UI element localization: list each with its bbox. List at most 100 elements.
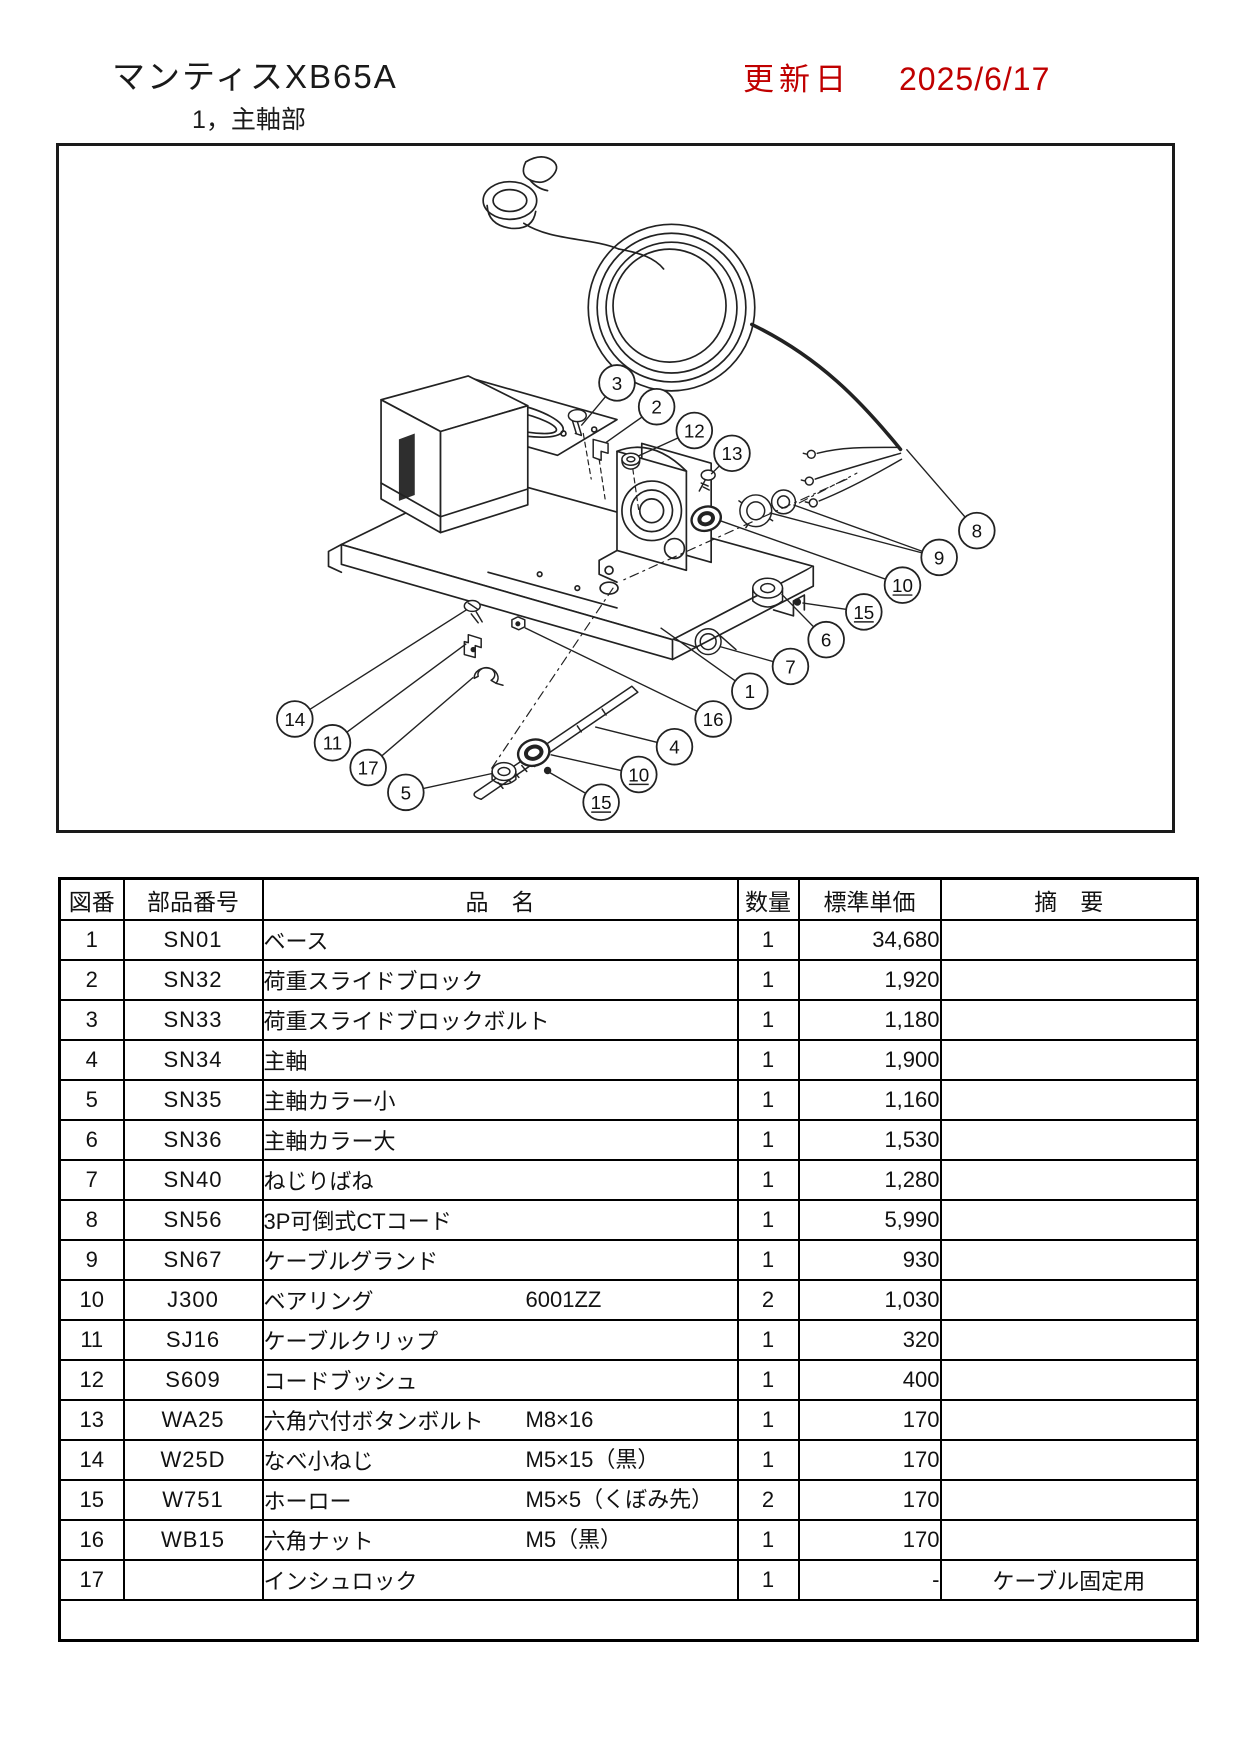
part-name: ベアリング [263,1289,374,1314]
callout-balloon-10: 10 [883,566,922,604]
cell-part-no: SN34 [122,1039,264,1081]
part-spec: M5（黒） [525,1527,623,1552]
cord-segment [522,222,620,250]
svg-text:5: 5 [401,782,411,803]
cell-fig-no: 4 [58,1039,125,1081]
drop-lines [582,432,640,512]
cell-note [939,1199,1199,1241]
col-header-name: 品 名 [261,877,739,921]
bearing-lower-part [516,738,551,768]
cell-fig-no: 11 [58,1319,125,1361]
col-header-price: 標準単価 [797,877,942,921]
cell-price: 320 [797,1319,942,1361]
part-spec: 6001ZZ [525,1287,602,1312]
cell-part-no: SN56 [122,1199,264,1241]
cell-fig-no: 17 [58,1559,125,1601]
set-screw-upper-part [793,598,802,606]
cell-part-no: WA25 [122,1399,264,1441]
svg-text:11: 11 [323,733,343,754]
cell-qty: 1 [736,1399,800,1441]
cell-note [939,959,1199,1001]
bearing-upper-part [690,505,723,533]
table-header-row: 図番 部品番号 品 名 数量 標準単価 摘 要 [58,877,1199,921]
cell-qty: 2 [736,1279,800,1321]
cell-name: 3P可倒式CTコード [261,1199,739,1241]
cable-tie-part [473,666,504,687]
slide-block-bolt-part [567,408,588,437]
motor-mount-block [380,375,529,534]
update-date-label: 更新日 [743,62,851,97]
pan-screw-part [463,599,483,624]
cell-qty: 1 [736,1239,800,1281]
cell-fig-no: 10 [58,1279,125,1321]
cell-fig-no: 12 [58,1359,125,1401]
cord-bush-part [621,452,641,470]
svg-text:1: 1 [745,681,755,702]
cell-note [939,1439,1199,1481]
cell-qty: 1 [736,1159,800,1201]
part-name: ケーブルグランド [263,1249,439,1274]
cell-part-no: SN40 [122,1159,264,1201]
svg-text:15: 15 [853,602,874,623]
cell-price: - [797,1559,942,1601]
svg-text:7: 7 [785,656,795,677]
col-header-fig-no: 図番 [58,877,125,921]
cell-note [939,1319,1199,1361]
cell-qty: 1 [736,1079,800,1121]
svg-text:3: 3 [612,373,622,394]
cell-note [939,1359,1199,1401]
cell-name: ケーブルクリップ [261,1319,739,1361]
svg-text:6: 6 [821,630,831,651]
callout-balloon-7: 7 [771,647,810,686]
collar-large-part [752,577,784,608]
cell-qty: 1 [736,1319,800,1361]
callout-balloon-16: 16 [694,700,732,738]
collar-small-part [491,761,517,786]
part-name: 主軸カラー小 [263,1089,396,1114]
svg-text:2: 2 [651,397,661,418]
col-header-part-no: 部品番号 [122,877,264,921]
svg-text:8: 8 [972,521,982,542]
cell-name: 荷重スライドブロックボルト [261,999,739,1041]
cell-note [939,1279,1199,1321]
cell-qty: 1 [736,1199,800,1241]
cell-part-no: SN01 [122,919,264,961]
part-name: ホーロー [263,1489,352,1514]
cell-note [939,1079,1199,1121]
cell-fig-no: 5 [58,1079,125,1121]
callout-balloon-3: 3 [598,364,636,402]
callout-balloon-14: 14 [276,700,314,738]
assembly-axis-lines [489,472,858,772]
torsion-spring-part [673,628,737,656]
part-name: 3P可倒式CTコード [263,1209,452,1234]
callout-balloon-13: 13 [713,434,751,473]
svg-text:17: 17 [358,757,379,778]
part-name: 六角穴付ボタンボルト [263,1409,484,1434]
cell-fig-no: 6 [58,1119,125,1161]
cell-qty: 1 [736,1519,800,1561]
cell-name: 主軸 [261,1039,739,1081]
cell-note [939,919,1199,961]
cell-fig-no: 7 [58,1159,125,1201]
hex-nut-part [511,616,526,631]
cell-part-no: SN67 [122,1239,264,1281]
cell-name: ねじりばね [261,1159,739,1201]
table-empty-row [58,1599,1199,1642]
part-spec: M5×15（黒） [525,1447,660,1472]
cell-qty: 1 [736,1439,800,1481]
cell-note [939,1119,1199,1161]
cell-price: 1,280 [797,1159,942,1201]
